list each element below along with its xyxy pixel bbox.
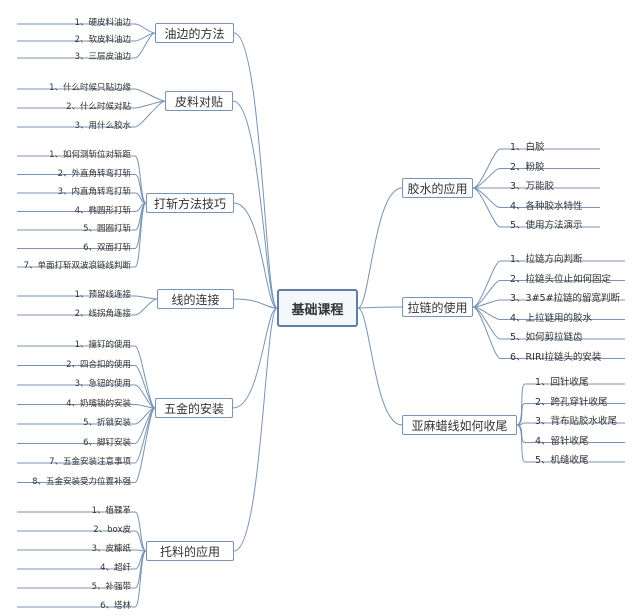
connector-root-branch-3 (233, 202, 278, 309)
connector-root-branch-right-3 (357, 307, 403, 426)
connector-branch-leaf (134, 23, 156, 34)
branch-4: 线的连接 (157, 289, 234, 309)
leaf-item: 7、五金安装注意事项 (49, 457, 131, 467)
branch-1: 油边的方法 (155, 23, 234, 43)
branch-5: 五金的安装 (155, 398, 233, 418)
branch-6: 托料的应用 (146, 541, 234, 561)
connector-branch-leaf (472, 299, 501, 308)
leaf-item: 3、内直角转弯打斩 (57, 187, 131, 197)
leaf-item: 8、五金安装受力位置补强 (32, 476, 131, 487)
leaf-item: 5、如何剪拉链齿 (510, 332, 583, 343)
leaf-item: 4、留针收尾 (535, 435, 589, 447)
leaf-item: 2、四合扣的使用 (66, 359, 131, 370)
leaf-item: 2、什么时候对贴 (66, 102, 131, 112)
connector-branch-leaf (472, 280, 501, 308)
connector-branch-leaf (134, 174, 147, 204)
leaf-item: 6、双面打斩 (83, 242, 131, 253)
leaf-item: 4、奶嘴锁的安装 (66, 398, 131, 409)
branch-right-3: 亚麻蜡线如何收尾 (402, 415, 517, 435)
leaf-item: 5、折锁安装 (83, 418, 131, 428)
connector-branch-leaf (134, 407, 156, 483)
connector-branch-leaf (516, 383, 526, 426)
connector-branch-leaf (472, 148, 501, 189)
leaf-item: 6、脚钉安装 (83, 437, 131, 448)
leaf-item: 3、用什么胶水 (74, 121, 131, 131)
connector-root-branch-right-2 (357, 306, 403, 309)
leaf-item: 5、使用方法演示 (510, 220, 583, 231)
leaf-item: 4、超纤 (100, 563, 131, 573)
branch-3: 打斩方法技巧 (146, 193, 234, 213)
connector-branch-leaf (516, 403, 526, 426)
leaf-item: 1、撞钉的使用 (74, 340, 131, 350)
leaf-item: 1、什么时候只贴边缘 (49, 83, 131, 93)
branch-right-2: 拉链的使用 (402, 297, 473, 317)
leaf-item: 3、三层皮油边 (74, 52, 131, 62)
connector-branch-leaf (134, 155, 147, 204)
leaf-item: 1、回针收尾 (535, 377, 589, 388)
branch-2: 皮料对贴 (165, 91, 233, 111)
leaf-item: 1、植鞣革 (91, 506, 131, 516)
connector-branch-leaf (134, 530, 147, 552)
connector-branch-leaf (134, 511, 147, 552)
leaf-item: 2、粉胶 (510, 161, 545, 173)
connector-root-branch-4 (233, 298, 278, 309)
connector-branch-leaf (472, 306, 501, 340)
connector-branch-leaf (472, 260, 501, 308)
connector-branch-leaf (134, 298, 158, 316)
leaf-item: 6、RIRI拉链头的安装 (510, 351, 602, 363)
root-topic: 基础课程 (277, 289, 358, 327)
connector-branch-leaf (134, 345, 156, 409)
connector-root-branch-1 (233, 32, 278, 309)
connector-root-branch-5 (232, 307, 278, 409)
leaf-item: 5、机缝收尾 (535, 455, 589, 466)
leaf-item: 2、外直角转弯打斩 (57, 168, 131, 179)
connector-branch-leaf (472, 168, 501, 189)
connector-branch-leaf (134, 384, 156, 409)
connector-branch-leaf (134, 202, 147, 249)
connector-branch-leaf (134, 100, 166, 109)
leaf-item: 1、拉链方向判断 (510, 254, 583, 265)
leaf-item: 7、单面打斩双波浪链线判断 (23, 261, 131, 271)
connector-branch-leaf (134, 295, 158, 300)
connector-branch-leaf (134, 32, 156, 42)
connector-branch-leaf (134, 100, 166, 128)
connector-branch-leaf (134, 32, 156, 59)
leaf-item: 5、补强带 (91, 582, 131, 592)
connector-branch-leaf (472, 306, 501, 359)
leaf-item: 4、椭圆形打斩 (74, 205, 131, 216)
leaf-item: 6、塔林 (100, 601, 131, 611)
connector-root-branch-6 (233, 307, 278, 552)
leaf-item: 3、3#5#拉链的留宽判断 (510, 293, 621, 304)
connector-root-branch-2 (232, 100, 278, 309)
leaf-item: 1、白胶 (510, 142, 545, 153)
leaf-item: 2、跨孔穿针收尾 (535, 396, 608, 408)
connector-root-branch-right-1 (357, 187, 403, 309)
leaf-item: 5、圆圈打斩 (83, 224, 131, 234)
leaf-item: 1、硬皮料油边 (74, 18, 131, 28)
connector-branch-leaf (134, 202, 147, 268)
leaf-item: 1、预留线连接 (74, 290, 131, 300)
leaf-item: 1、如何测斩位对斩距 (49, 150, 131, 160)
leaf-item: 2、拉链头位止如何固定 (510, 273, 612, 285)
leaf-item: 4、各种胶水特性 (510, 200, 583, 212)
leaf-item: 3、皮糠纸 (91, 544, 131, 554)
connector-branch-leaf (134, 365, 156, 409)
connector-branch-leaf (516, 424, 526, 463)
connector-branch-leaf (134, 550, 147, 608)
leaf-item: 3、万能胶 (510, 181, 555, 192)
branch-right-1: 胶水的应用 (402, 178, 473, 198)
leaf-item: 3、背布贴胶水收尾 (535, 416, 618, 427)
connector-branch-leaf (472, 187, 501, 228)
leaf-item: 2、线拐角连接 (74, 309, 131, 319)
leaf-item: 3、急钮的使用 (74, 379, 131, 389)
leaf-item: 2、box皮 (93, 525, 131, 535)
leaf-item: 4、上拉链用的胶水 (510, 312, 593, 324)
connector-branch-leaf (134, 88, 166, 102)
leaf-item: 2、软皮料油边 (74, 35, 131, 45)
